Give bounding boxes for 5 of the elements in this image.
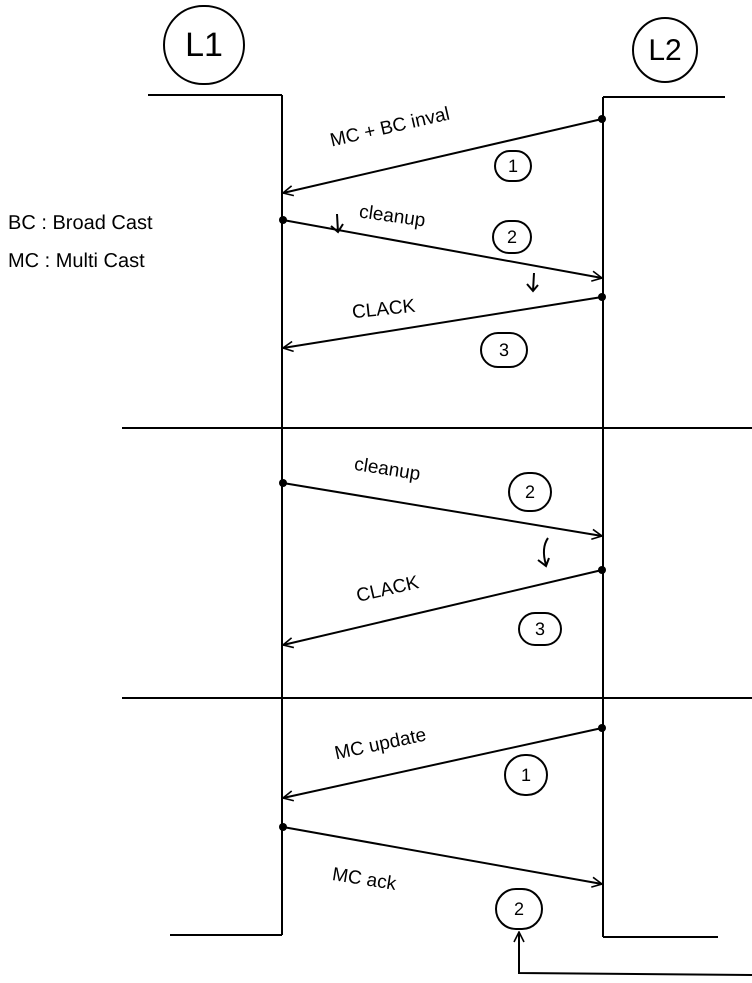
abbreviation-note: BC : Broad Cast [8,213,153,233]
lifeline [602,97,604,937]
message-arrow [513,931,752,976]
abbreviation-note: MC : Multi Cast [8,251,146,271]
lifeline [281,95,283,935]
